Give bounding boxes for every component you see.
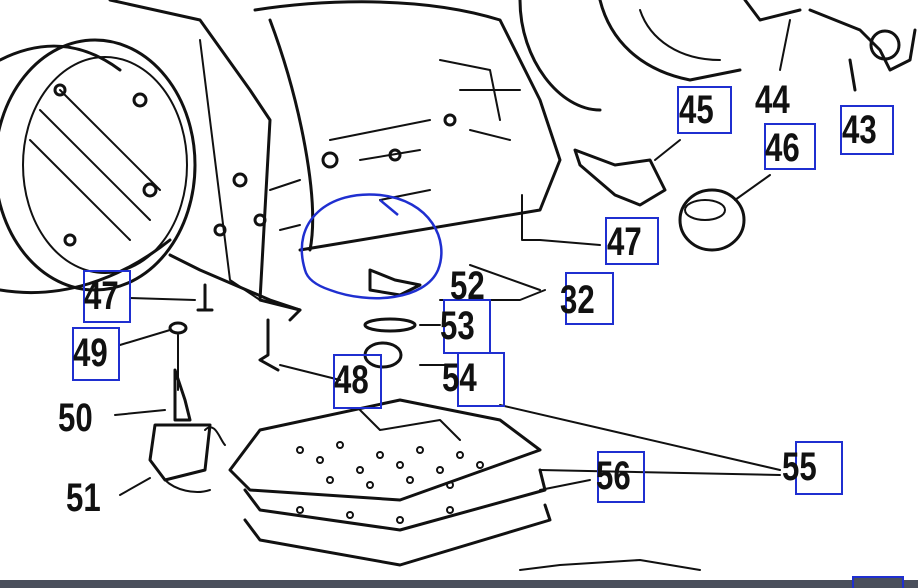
label-55: 55 (782, 445, 817, 489)
cap-part-46 (678, 174, 771, 252)
label-44: 44 (755, 78, 790, 122)
callout-box-45 (677, 86, 732, 134)
valve-body-plates (228, 398, 781, 571)
label-53: 53 (440, 304, 475, 348)
label-47-left: 47 (84, 274, 119, 318)
callout-box-43 (840, 105, 894, 155)
upper-right-parts (518, 0, 917, 112)
plate-holes (296, 441, 484, 524)
transmission-case (108, 0, 562, 322)
label-52: 52 (450, 264, 485, 308)
label-50: 50 (58, 396, 93, 440)
label-43: 43 (842, 108, 877, 152)
label-32: 32 (560, 278, 595, 322)
callout-box-46 (764, 123, 816, 170)
callout-box-48 (333, 354, 382, 409)
callout-box-56 (597, 451, 645, 503)
label-54: 54 (442, 356, 477, 400)
sensor-part-45 (573, 139, 681, 207)
label-45: 45 (679, 88, 714, 132)
callout-box-47-right (605, 217, 659, 265)
bell-housing (0, 38, 197, 294)
label-49: 49 (73, 331, 108, 375)
bolt-part-47-right (521, 194, 601, 246)
callout-box-49 (72, 327, 120, 381)
label-47-right: 47 (607, 220, 642, 264)
callout-box-55 (795, 441, 843, 495)
bottom-bar-tab (852, 576, 904, 588)
bottom-scroll-bar (0, 580, 918, 588)
highlight-tail (379, 199, 399, 216)
left-lower-parts (114, 283, 226, 496)
label-56: 56 (596, 454, 631, 498)
label-51: 51 (66, 476, 101, 520)
callout-box-47-left (83, 270, 131, 323)
leader-32 (469, 264, 541, 291)
callout-box-54 (457, 352, 505, 407)
label-48: 48 (334, 358, 369, 402)
label-46: 46 (765, 126, 800, 170)
callout-box-32 (565, 272, 614, 325)
highlight-ellipse (300, 193, 443, 300)
filter-part-48 (258, 318, 341, 381)
